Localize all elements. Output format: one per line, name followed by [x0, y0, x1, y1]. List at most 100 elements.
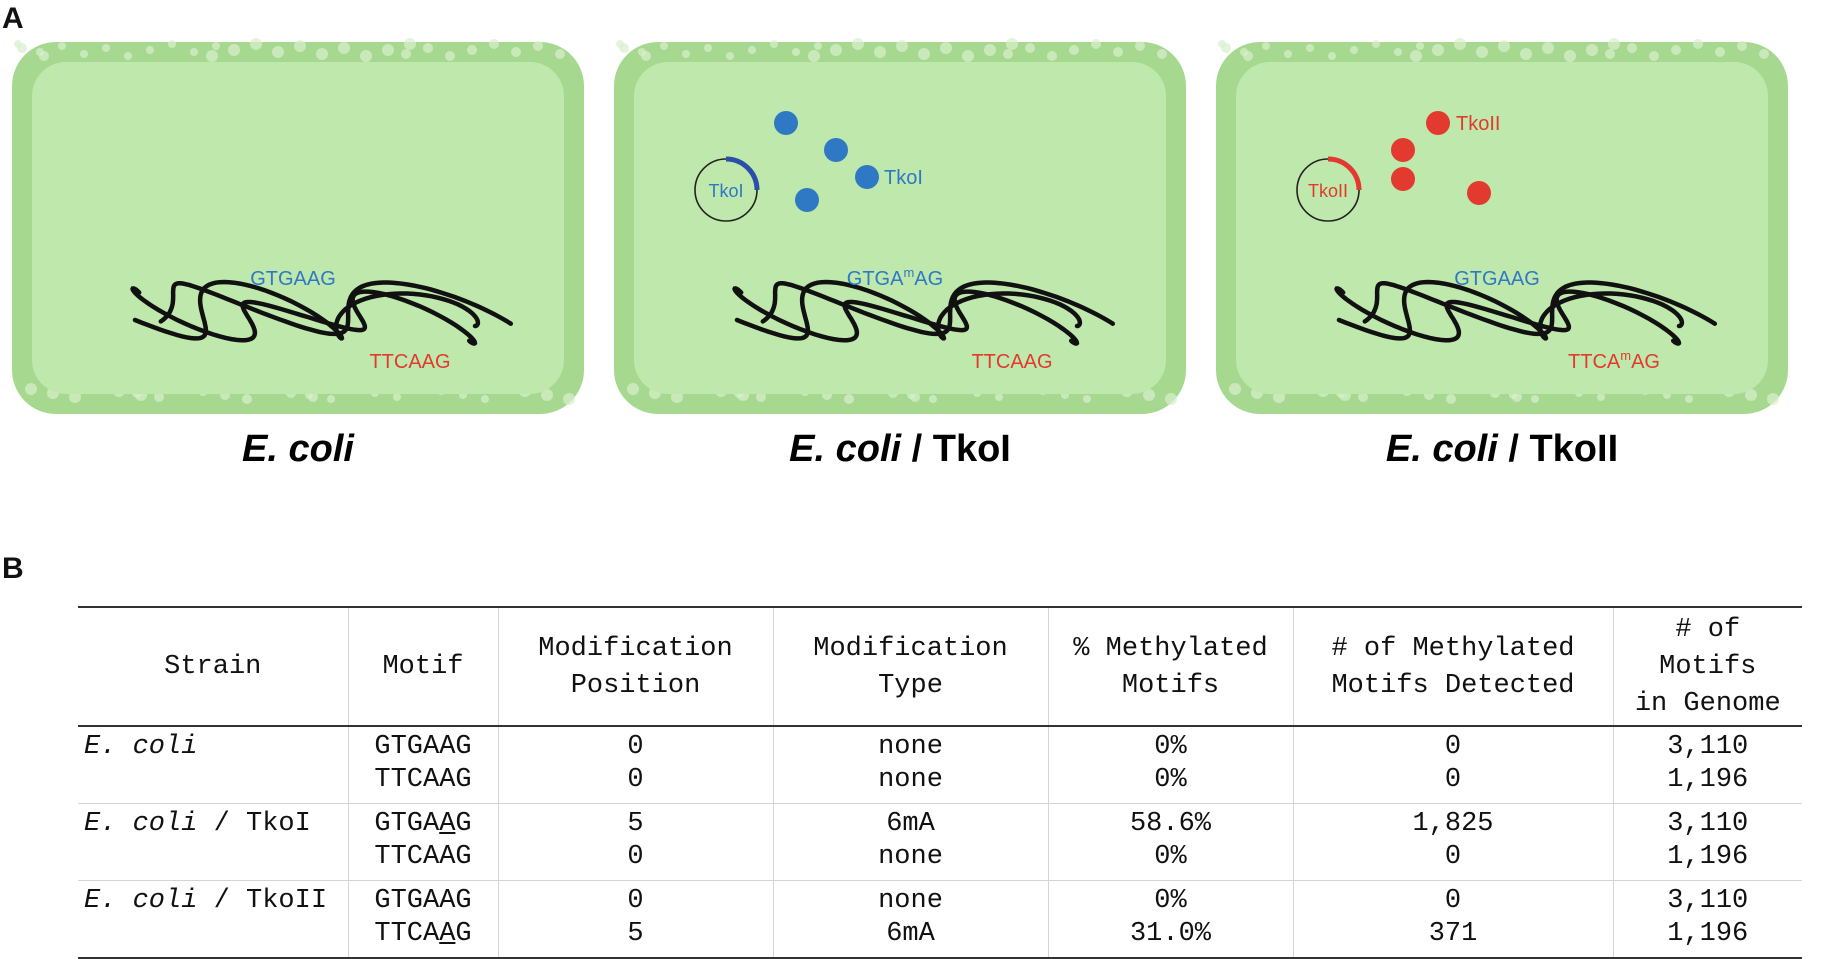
position-value: 0: [627, 842, 644, 872]
motif-bottom-label-superscript: m: [1620, 348, 1631, 363]
type-value: none: [878, 886, 943, 916]
cytoplasm: [32, 62, 564, 394]
caption-italic: E. coli: [789, 428, 902, 470]
plasmid: TkoII: [1296, 156, 1362, 222]
strain-suffix: / TkoII: [197, 886, 328, 916]
motif-top-label-part: GTGAAG: [250, 268, 336, 290]
methylated-base: A: [439, 919, 456, 949]
position-value: 5: [627, 919, 644, 949]
motif-top-label-part: AG: [914, 268, 943, 290]
plasmid-label: TkoI: [708, 181, 743, 201]
percent-value: 58.6%: [1129, 809, 1211, 839]
cell-ecoli-tkoi: GTGAmAG TTCAAG TkoI TkoI: [614, 38, 1186, 414]
motif-top-label: GTGAAG: [1454, 268, 1540, 290]
column-header: Strain: [78, 607, 348, 727]
motif-value: GTGAAG: [374, 732, 472, 762]
methyltransferase-protein: [795, 188, 819, 212]
strain-suffix: / TkoI: [197, 809, 311, 839]
position-value: 5: [627, 809, 644, 839]
percent-value: 0%: [1154, 765, 1187, 795]
detected-value: 0: [1444, 886, 1462, 916]
column-header-line: % Methylated: [1073, 633, 1268, 664]
caption-ecoli: E. coli: [18, 428, 578, 471]
motif-value: GTGAAG: [374, 809, 472, 839]
column-header-line: Motifs: [1121, 670, 1220, 701]
methyltransferase-protein: [1467, 181, 1491, 205]
motif-bottom-label: TTCAAG: [369, 351, 450, 373]
motif-bottom-label-part: TTCAAG: [971, 351, 1052, 373]
percent-value: 0%: [1154, 842, 1187, 872]
motif-top-label-part: GTGAAG: [1454, 268, 1540, 290]
caption-suffix: / TkoII: [1497, 428, 1619, 470]
strain-cell: E. coli: [78, 726, 348, 804]
percent-value: 0%: [1154, 886, 1187, 916]
plasmid-label: TkoII: [1308, 181, 1348, 201]
strain-italic: E. coli: [84, 886, 198, 916]
percent-cell: 0%31.0%: [1047, 880, 1293, 958]
genome-value: 1,196: [1667, 919, 1749, 949]
strain-cell: E. coli / TkoII: [78, 881, 348, 959]
cytoplasm: [634, 62, 1166, 394]
type-value: 6mA: [886, 809, 935, 839]
dna-chromosome: [1334, 279, 1718, 346]
motif-value: TTCAAG: [374, 765, 472, 795]
caption-suffix: / TkoI: [901, 428, 1011, 470]
methyltransferase-protein: [1426, 111, 1450, 135]
methyltransferase-protein: [1391, 138, 1415, 162]
column-header-line: Modification: [538, 633, 733, 664]
genome-value: 3,110: [1667, 886, 1749, 916]
type-value: none: [878, 842, 943, 872]
percent-cell: 0%0%: [1047, 726, 1293, 804]
position-value: 0: [627, 886, 644, 916]
protein-label: TkoII: [1456, 113, 1500, 135]
motif-value: TTCAAG: [374, 919, 472, 949]
motif-value: TTCAAG: [374, 842, 472, 872]
panel-b-label: B: [2, 552, 24, 585]
type-value: none: [878, 765, 943, 795]
column-header-line: # of Methylated: [1331, 633, 1575, 664]
column-header-line: # of Motifs: [1659, 615, 1757, 682]
column-header-line: Motif: [382, 652, 464, 682]
column-header-line: Modification: [813, 633, 1008, 664]
motif-bottom-label-part: TTCA: [1568, 351, 1621, 373]
type-value: 6mA: [886, 919, 935, 949]
methylated-base: A: [439, 809, 456, 839]
column-header-line: Type: [878, 670, 943, 701]
protein-label: TkoI: [884, 167, 923, 189]
motif-bottom-label-part: TTCAAG: [369, 351, 450, 373]
percent-value: 31.0%: [1129, 919, 1211, 949]
percent-value: 0%: [1154, 732, 1187, 762]
genome-value: 3,110: [1667, 732, 1749, 762]
plasmid: TkoI: [694, 156, 760, 222]
motif-bottom-label: TTCAmAG: [1568, 348, 1660, 373]
detected-value: 1,825: [1412, 809, 1494, 839]
cell-ecoli: GTGAAG TTCAAG: [12, 38, 584, 414]
detected-value: 0: [1444, 765, 1462, 795]
dna-chromosome: [732, 279, 1116, 346]
motif-top-label: GTGAAG: [250, 268, 336, 290]
motif-top-label: GTGAmAG: [847, 265, 943, 290]
column-header-line: Position: [570, 670, 701, 701]
